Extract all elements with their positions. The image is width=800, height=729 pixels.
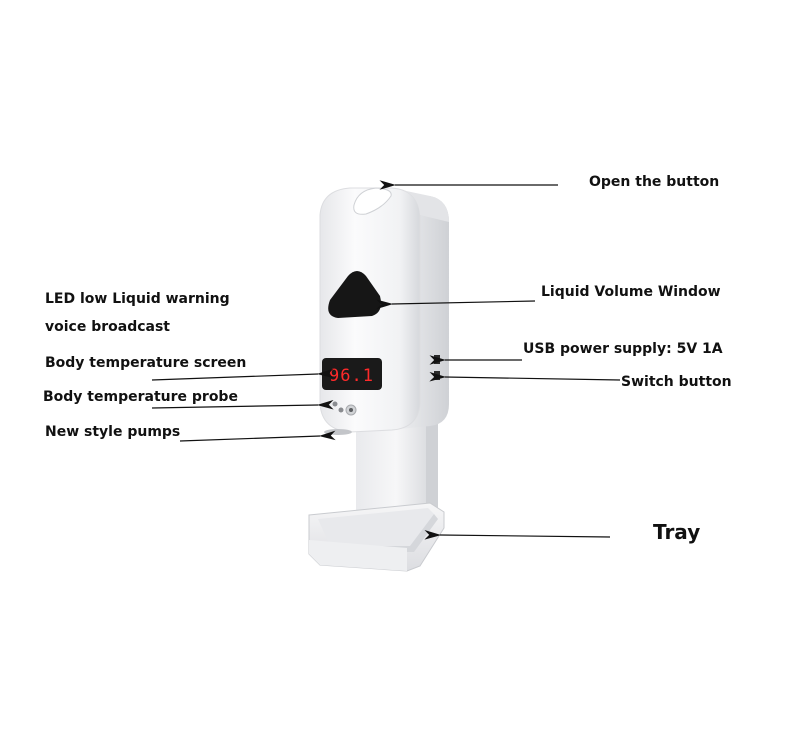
label-liquid-window: Liquid Volume Window xyxy=(541,284,721,300)
label-pumps: New style pumps xyxy=(45,424,181,440)
arrow-pumps xyxy=(179,430,336,442)
pump-outlet xyxy=(324,429,352,435)
label-voice-broadcast: voice broadcast xyxy=(45,319,170,335)
temperature-display: 96.1 xyxy=(322,358,382,390)
label-led-warning: LED low Liquid warning xyxy=(45,291,230,307)
label-switch-button: Switch button xyxy=(621,374,732,390)
label-open-button: Open the button xyxy=(589,174,720,190)
arrow-switch xyxy=(429,371,621,382)
temperature-probe xyxy=(332,401,357,416)
label-temp-screen: Body temperature screen xyxy=(45,355,247,371)
arrow-temp-probe xyxy=(151,399,334,410)
arrow-tray xyxy=(424,530,611,540)
callout-arrows xyxy=(151,180,621,540)
open-button xyxy=(353,187,392,215)
usb-port xyxy=(434,355,440,364)
label-temp-probe: Body temperature probe xyxy=(43,389,238,405)
display-reading: 96.1 xyxy=(329,366,374,386)
arrow-temp-screen xyxy=(151,368,334,381)
label-tray: Tray xyxy=(653,520,701,544)
switch-port xyxy=(434,371,440,380)
label-usb-power: USB power supply: 5V 1A xyxy=(523,341,723,357)
arrow-liquid-window xyxy=(376,299,536,310)
liquid-volume-window xyxy=(328,271,381,318)
tray xyxy=(308,502,445,572)
